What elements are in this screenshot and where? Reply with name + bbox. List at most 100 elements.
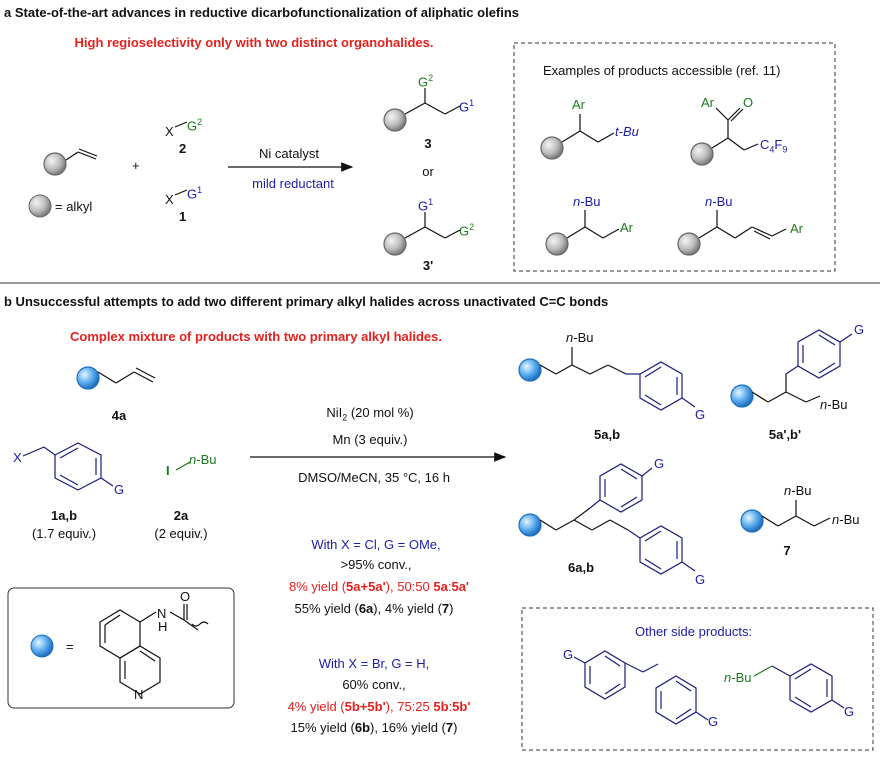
reagent-2a-equiv: (2 equiv.) (154, 526, 208, 541)
legend-amide-n: N (157, 606, 167, 621)
reagent-2-g: G2 (187, 117, 203, 134)
run1-title: With X = Cl, G = OMe, (311, 537, 441, 552)
product-5ab-bonds (518, 347, 627, 382)
substrate-4a-label: 4a (111, 408, 127, 423)
product-7-bonds (740, 500, 831, 533)
reagent-2a-bonds (175, 461, 191, 471)
ex3-ar: Ar (620, 220, 633, 235)
product-6ab-rings (589, 463, 696, 575)
conditions-bottom: mild reductant (252, 176, 334, 191)
reagent-1-g: G1 (187, 185, 203, 202)
run1-yield1: 8% yield (5a+5a'), 50:50 5a:5a' (288, 579, 470, 594)
reagent-2a-nbu: n-Bu (189, 452, 217, 467)
product-6ab-g1: G (654, 456, 665, 471)
reagent-1ab-bonds (22, 442, 114, 491)
run1-conv: >95% conv., (340, 557, 412, 572)
product-3p-label: 3' (422, 258, 434, 273)
ex4-ar: Ar (790, 221, 803, 236)
reagent-1ab-g: G (114, 482, 125, 497)
product-3p-gside: G2 (459, 222, 475, 239)
product-5pab-label: 5a',b' (768, 427, 802, 442)
example-2-bonds (690, 107, 759, 166)
side-product-2-nbu: n-Bu (724, 670, 752, 685)
ex2-ar: Ar (701, 95, 714, 110)
ex2-c4f9: C4F9 (760, 137, 788, 155)
legend-ball (30, 634, 54, 658)
alkyl-ball-legend (28, 194, 52, 218)
conditions-top: Ni catalyst (259, 146, 319, 161)
section-b-header: b Unsuccessful attempts to add two diffe… (4, 294, 609, 309)
side-product-1-bonds (573, 650, 709, 725)
product-6ab-label: 6a,b (567, 560, 595, 575)
legend-amide-h: H (158, 619, 168, 634)
product-7-label: 7 (783, 543, 791, 558)
run2-yield1: 4% yield (5b+5b'), 75:25 5b:5b' (287, 699, 471, 714)
reagent-2a-label: 2a (173, 508, 189, 523)
side-products-title: Other side products: (635, 624, 753, 639)
ex1-tbu: t-Bu (615, 124, 639, 139)
reagent-1-bonds (174, 189, 188, 196)
ex4-nbu: n-Bu (705, 194, 733, 209)
examples-title: Examples of products accessible (ref. 11… (543, 63, 781, 78)
reagent-1ab-x: X (13, 450, 22, 465)
run2-yield2: 15% yield (6b), 16% yield (7) (290, 720, 458, 735)
product-3prime-bonds (383, 212, 461, 256)
product-3-bonds (383, 88, 461, 132)
example-1-bonds (540, 114, 615, 160)
example-4-bonds (677, 210, 787, 256)
run2-conv: 60% conv., (342, 677, 406, 692)
product-3p-gtop: G1 (418, 197, 434, 214)
reagent-2-x: X (165, 124, 174, 139)
reagent-1-label: 1 (179, 209, 187, 224)
aminoquinoline-bonds (99, 604, 209, 695)
section-a-header: a State-of-the-art advances in reductive… (4, 5, 520, 20)
product-6ab-bonds (518, 507, 629, 537)
condition-2: Mn (3 equiv.) (332, 432, 408, 447)
ex3-nbu: n-Bu (573, 194, 601, 209)
examples-box (513, 42, 836, 272)
side-product-1-g1: G (563, 647, 574, 662)
reagent-2-bonds (174, 121, 188, 128)
legend-box (7, 587, 235, 709)
product-3-label: 3 (424, 136, 432, 151)
condition-3: DMSO/MeCN, 35 °C, 16 h (298, 470, 450, 485)
product-3-gside: G1 (459, 98, 475, 115)
product-5ab-label: 5a,b (593, 427, 621, 442)
product-5pab-nbu: n-Bu (820, 397, 848, 412)
reagent-1-x: X (165, 192, 174, 207)
side-product-1-g2: G (708, 714, 719, 729)
ex1-ar: Ar (572, 97, 585, 112)
product-6ab-g2: G (695, 572, 706, 587)
or-text: or (422, 164, 434, 179)
legend-amide-o: O (180, 589, 191, 604)
side-product-2-g: G (844, 704, 855, 719)
section-a-subtitle: High regioselectivity only with two dist… (74, 35, 434, 50)
legend-equals: = (66, 639, 74, 654)
example-3-bonds (545, 210, 620, 256)
olefin-substrate (43, 148, 98, 176)
reagent-1ab-equiv: (1.7 equiv.) (31, 526, 97, 541)
product-7-nbu2: n-Bu (832, 512, 860, 527)
product-5pab-ring (785, 329, 853, 379)
product-3-gtop: G2 (418, 73, 434, 90)
side-product-2-bonds (753, 663, 845, 713)
reagent-2-label: 2 (179, 141, 187, 156)
section-b-subtitle: Complex mixture of products with two pri… (69, 329, 443, 344)
product-5pab-bonds (730, 374, 821, 408)
product-5ab-g: G (695, 407, 706, 422)
side-products-box (521, 607, 874, 751)
reagent-1ab-label: 1a,b (50, 508, 78, 523)
product-5pab-g: G (854, 322, 865, 337)
ex2-o: O (743, 95, 754, 110)
alkyl-legend-text: = alkyl (55, 199, 93, 214)
run2-title: With X = Br, G = H, (318, 656, 430, 671)
substrate-4a-bonds (76, 366, 156, 390)
product-5ab-ring (626, 361, 696, 411)
reagent-2a-i: I (166, 463, 170, 478)
run1-yield2: 55% yield (6a), 4% yield (7) (294, 601, 454, 616)
plus-sign: + (132, 158, 140, 173)
product-7-nbu1: n-Bu (784, 483, 812, 498)
legend-ring-n: N (134, 687, 144, 702)
condition-1: NiI2 (20 mol %) (326, 405, 414, 423)
